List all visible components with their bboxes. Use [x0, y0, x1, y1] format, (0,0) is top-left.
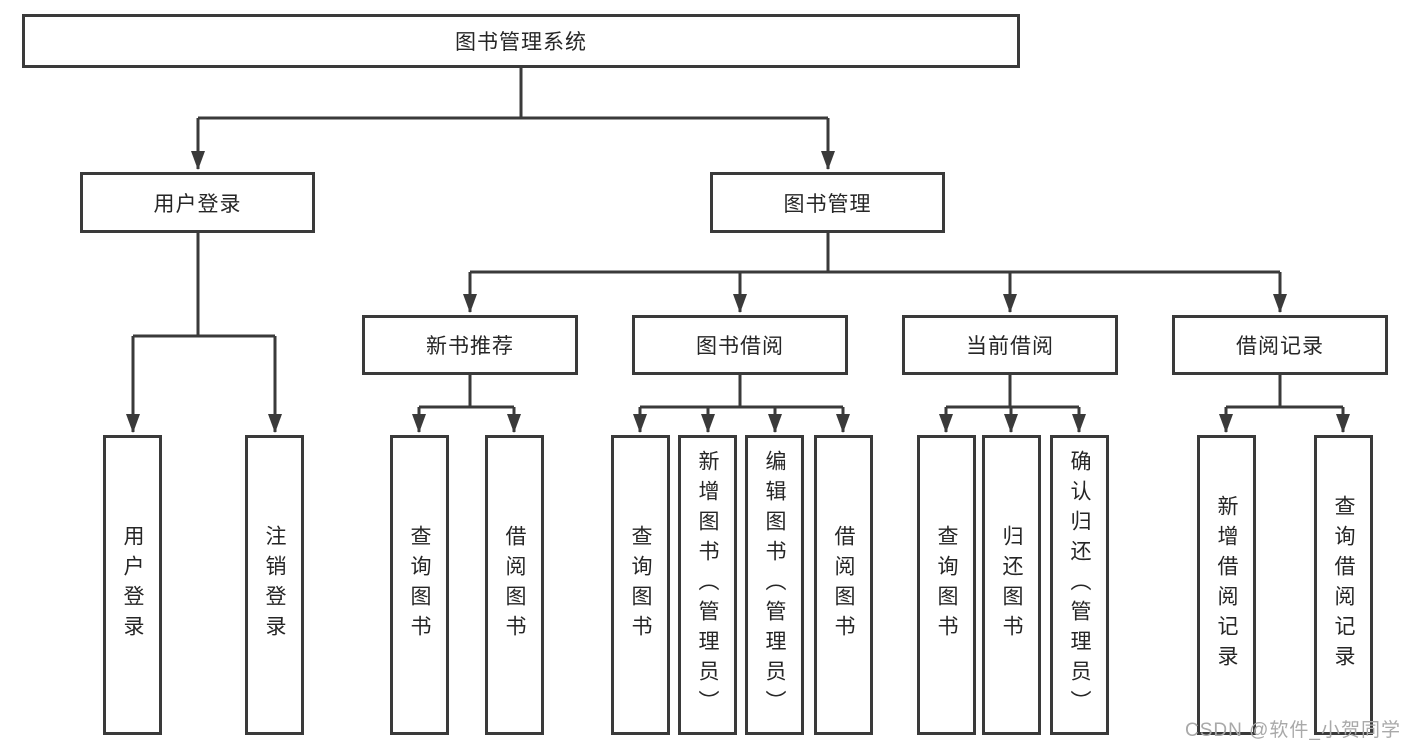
- node-leaf-return-book: 归还图书: [982, 435, 1041, 735]
- node-leaf-add-borrow-record: 新增借阅记录: [1197, 435, 1256, 735]
- node-label: 图书管理系统: [455, 31, 587, 54]
- node-current-borrow: 当前借阅: [902, 315, 1118, 375]
- node-label: 当前借阅: [966, 335, 1054, 358]
- node-new-book-recommend: 新书推荐: [362, 315, 578, 375]
- node-label: 新增图书（管理员）: [696, 450, 719, 720]
- node-leaf-add-book-admin: 新增图书（管理员）: [678, 435, 737, 735]
- node-user-login: 用户登录: [80, 172, 315, 233]
- node-leaf-query-borrow-record: 查询借阅记录: [1314, 435, 1373, 735]
- node-label: 查询图书: [408, 525, 431, 645]
- node-label: 查询图书: [629, 525, 652, 645]
- node-leaf-query-book-2: 查询图书: [611, 435, 670, 735]
- node-label: 用户登录: [153, 192, 242, 216]
- node-label: 归还图书: [1000, 525, 1023, 645]
- node-leaf-confirm-return-admin: 确认归还（管理员）: [1050, 435, 1109, 735]
- node-leaf-query-book-1: 查询图书: [390, 435, 449, 735]
- node-leaf-edit-book-admin: 编辑图书（管理员）: [745, 435, 804, 735]
- node-label: 新书推荐: [426, 335, 514, 358]
- node-leaf-logout: 注销登录: [245, 435, 304, 735]
- node-label: 新增借阅记录: [1215, 495, 1238, 675]
- node-label: 注销登录: [263, 525, 286, 645]
- node-leaf-borrow-book-2: 借阅图书: [814, 435, 873, 735]
- node-label: 借阅图书: [832, 525, 855, 645]
- node-label: 确认归还（管理员）: [1068, 450, 1091, 720]
- node-system-root: 图书管理系统: [22, 14, 1020, 68]
- node-label: 查询图书: [935, 525, 958, 645]
- node-label: 查询借阅记录: [1332, 495, 1355, 675]
- node-label: 图书管理: [783, 192, 872, 216]
- node-leaf-borrow-book-1: 借阅图书: [485, 435, 544, 735]
- node-book-management: 图书管理: [710, 172, 945, 233]
- csdn-watermark: CSDN @软件_小贺同学: [1185, 720, 1401, 741]
- node-book-borrow: 图书借阅: [632, 315, 848, 375]
- node-borrow-record: 借阅记录: [1172, 315, 1388, 375]
- node-label: 借阅记录: [1236, 335, 1324, 358]
- node-leaf-user-login: 用户登录: [103, 435, 162, 735]
- node-label: 用户登录: [121, 525, 144, 645]
- node-leaf-query-book-3: 查询图书: [917, 435, 976, 735]
- node-label: 编辑图书（管理员）: [763, 450, 786, 720]
- node-label: 借阅图书: [503, 525, 526, 645]
- node-label: 图书借阅: [696, 335, 784, 358]
